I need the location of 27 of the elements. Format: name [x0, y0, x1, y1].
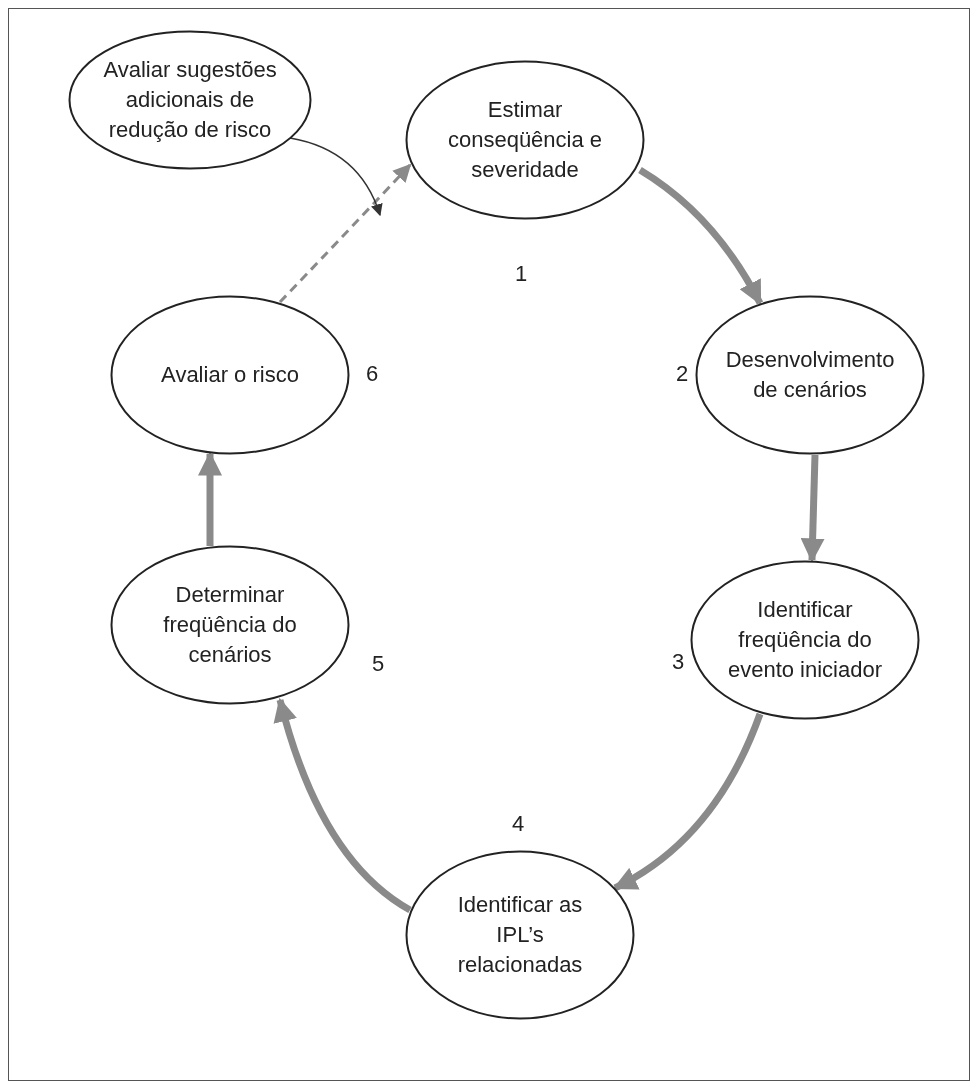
step-number: 2 [676, 362, 689, 386]
step-number: 5 [372, 652, 385, 676]
arrow [289, 137, 383, 217]
node-text: Avaliar o risco [160, 361, 300, 389]
arrow [278, 163, 412, 304]
process-ellipse [68, 30, 312, 170]
node-text: Avaliar sugestões adicionais de redução de risco [102, 56, 278, 144]
process-ellipse [405, 60, 645, 220]
node-text: Identificar freqüência do evento iniciador [726, 596, 884, 684]
node-text: Determinar freqüência do cenários [162, 581, 298, 669]
arrow [800, 454, 825, 563]
process-ellipse [405, 850, 635, 1020]
process-ellipse [690, 560, 920, 720]
node-text: Estimar conseqüência e severidade [446, 96, 604, 184]
arrow [638, 167, 764, 306]
process-ellipse [110, 295, 350, 455]
node-text: Identificar as IPL’s relacionadas [456, 891, 584, 979]
step-number: 3 [672, 650, 685, 674]
node-text: Desenvolvimento de cenários [724, 346, 896, 404]
step-number: 1 [515, 262, 528, 286]
step-number: 6 [366, 362, 379, 386]
arrow [198, 451, 222, 546]
process-ellipse [110, 545, 350, 705]
arrow [612, 712, 764, 892]
step-number: 4 [512, 812, 525, 836]
arrow [274, 697, 412, 913]
process-ellipse [695, 295, 925, 455]
